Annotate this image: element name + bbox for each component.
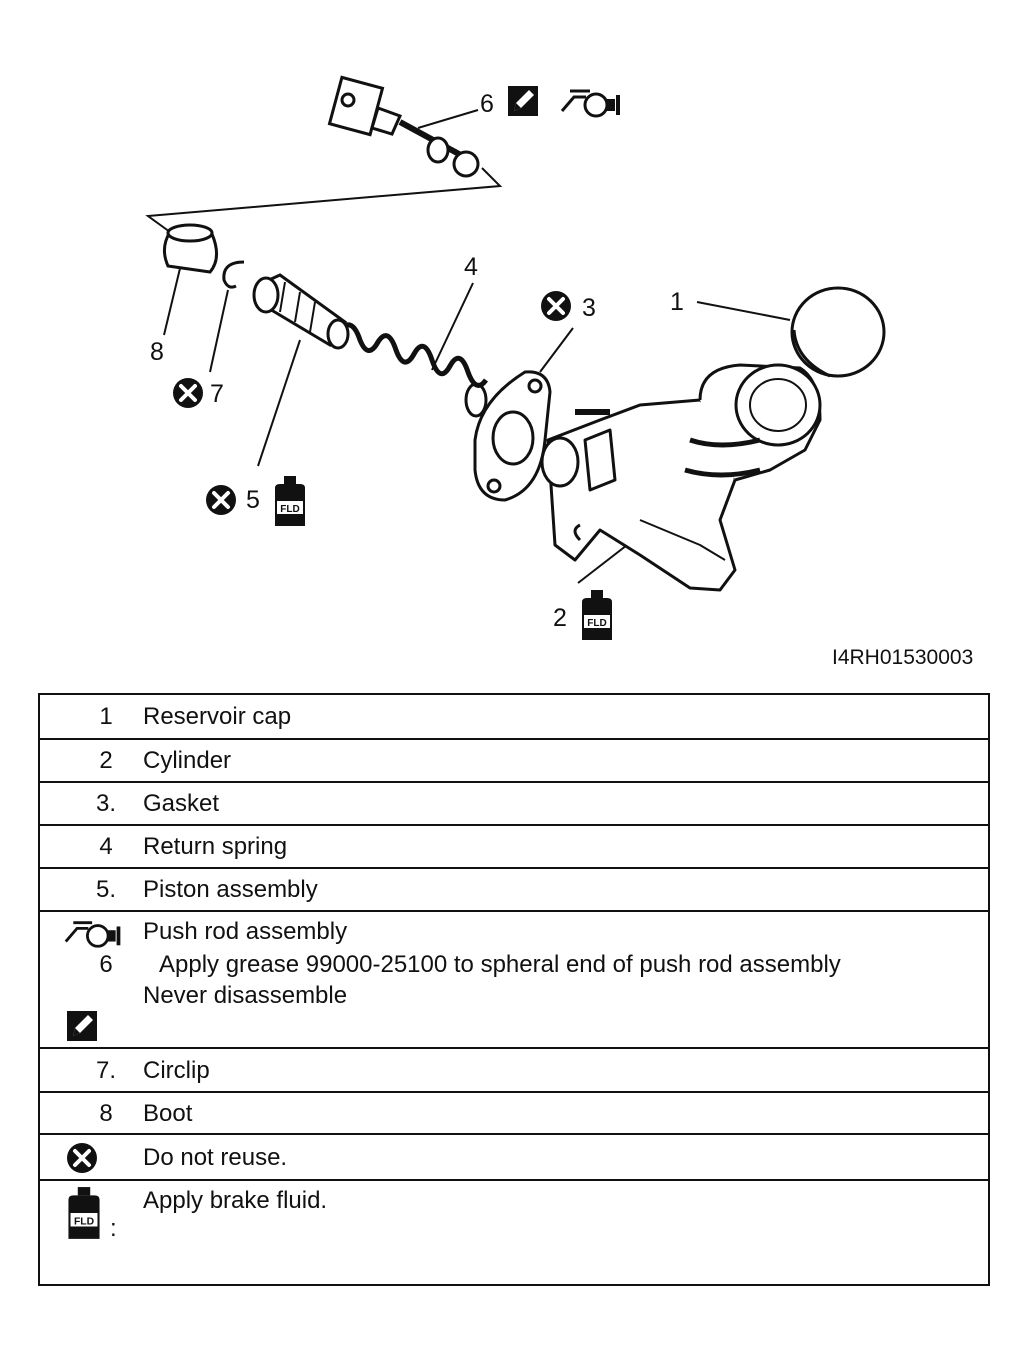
row-label: Circlip <box>143 1057 210 1084</box>
row-suffix: : <box>110 1215 117 1242</box>
pencil-box-icon <box>508 86 538 116</box>
row-label: Apply brake fluid. <box>143 1187 328 1214</box>
row-label: Return spring <box>143 833 288 860</box>
callout-6: 6 <box>480 90 494 118</box>
row-label: Reservoir cap <box>143 703 292 730</box>
x-circle-icon <box>539 289 573 323</box>
row-label: Do not reuse. <box>143 1144 288 1171</box>
figure-code: I4RH01530003 <box>832 646 974 669</box>
callout-3: 3 <box>582 294 596 322</box>
row-number: 4 <box>99 833 113 860</box>
table-row: 4 Return spring <box>40 826 988 869</box>
table-row: Do not reuse. <box>40 1135 988 1181</box>
table-row: 7. Circlip <box>40 1049 988 1093</box>
callout-2: 2 <box>553 604 567 632</box>
row-note: Never disassemble <box>143 982 348 1009</box>
callout-8: 8 <box>150 338 164 366</box>
row-label: Piston assembly <box>143 876 318 903</box>
row-number: 8 <box>99 1100 113 1127</box>
row-number: 2 <box>99 747 113 774</box>
table-row: 5. Piston assembly <box>40 869 988 912</box>
row-number: 7. <box>95 1057 116 1084</box>
row-label: Gasket <box>143 790 220 817</box>
exploded-diagram: FLD <box>145 75 886 640</box>
grease-gun-icon <box>64 921 122 948</box>
row-note: Apply grease 99000-25100 to spheral end … <box>159 951 841 978</box>
x-circle-icon <box>204 483 238 517</box>
fld-bottle-icon <box>68 1187 100 1239</box>
table-row: : Apply brake fluid. <box>40 1181 988 1286</box>
row-number: 5. <box>95 876 116 903</box>
row-number: 1 <box>99 703 113 730</box>
fld-bottle-icon <box>275 476 305 526</box>
row-number: 3. <box>95 790 116 817</box>
table-row: 2 Cylinder <box>40 740 988 783</box>
callout-5: 5 <box>246 486 260 514</box>
x-circle-icon <box>65 1141 99 1175</box>
pencil-box-icon <box>67 1011 97 1041</box>
table-row: 6 Push rod assembly Apply grease 99000-2… <box>40 912 988 1049</box>
callout-4: 4 <box>464 253 478 281</box>
row-label: Boot <box>143 1100 193 1127</box>
table-row: 8 Boot <box>40 1093 988 1135</box>
grease-gun-icon <box>560 89 622 118</box>
fld-bottle-icon <box>582 590 612 640</box>
table-row: 3. Gasket <box>40 783 988 826</box>
callout-7: 7 <box>210 380 224 408</box>
legend-table: 1 Reservoir cap 2 Cylinder 3. Gasket 4 R… <box>38 693 990 1286</box>
table-row: 1 Reservoir cap <box>40 695 988 740</box>
callout-1: 1 <box>670 288 684 316</box>
x-circle-icon <box>171 376 205 410</box>
row-label: Push rod assembly <box>143 918 348 945</box>
row-number: 6 <box>99 951 113 978</box>
row-label: Cylinder <box>143 747 232 774</box>
